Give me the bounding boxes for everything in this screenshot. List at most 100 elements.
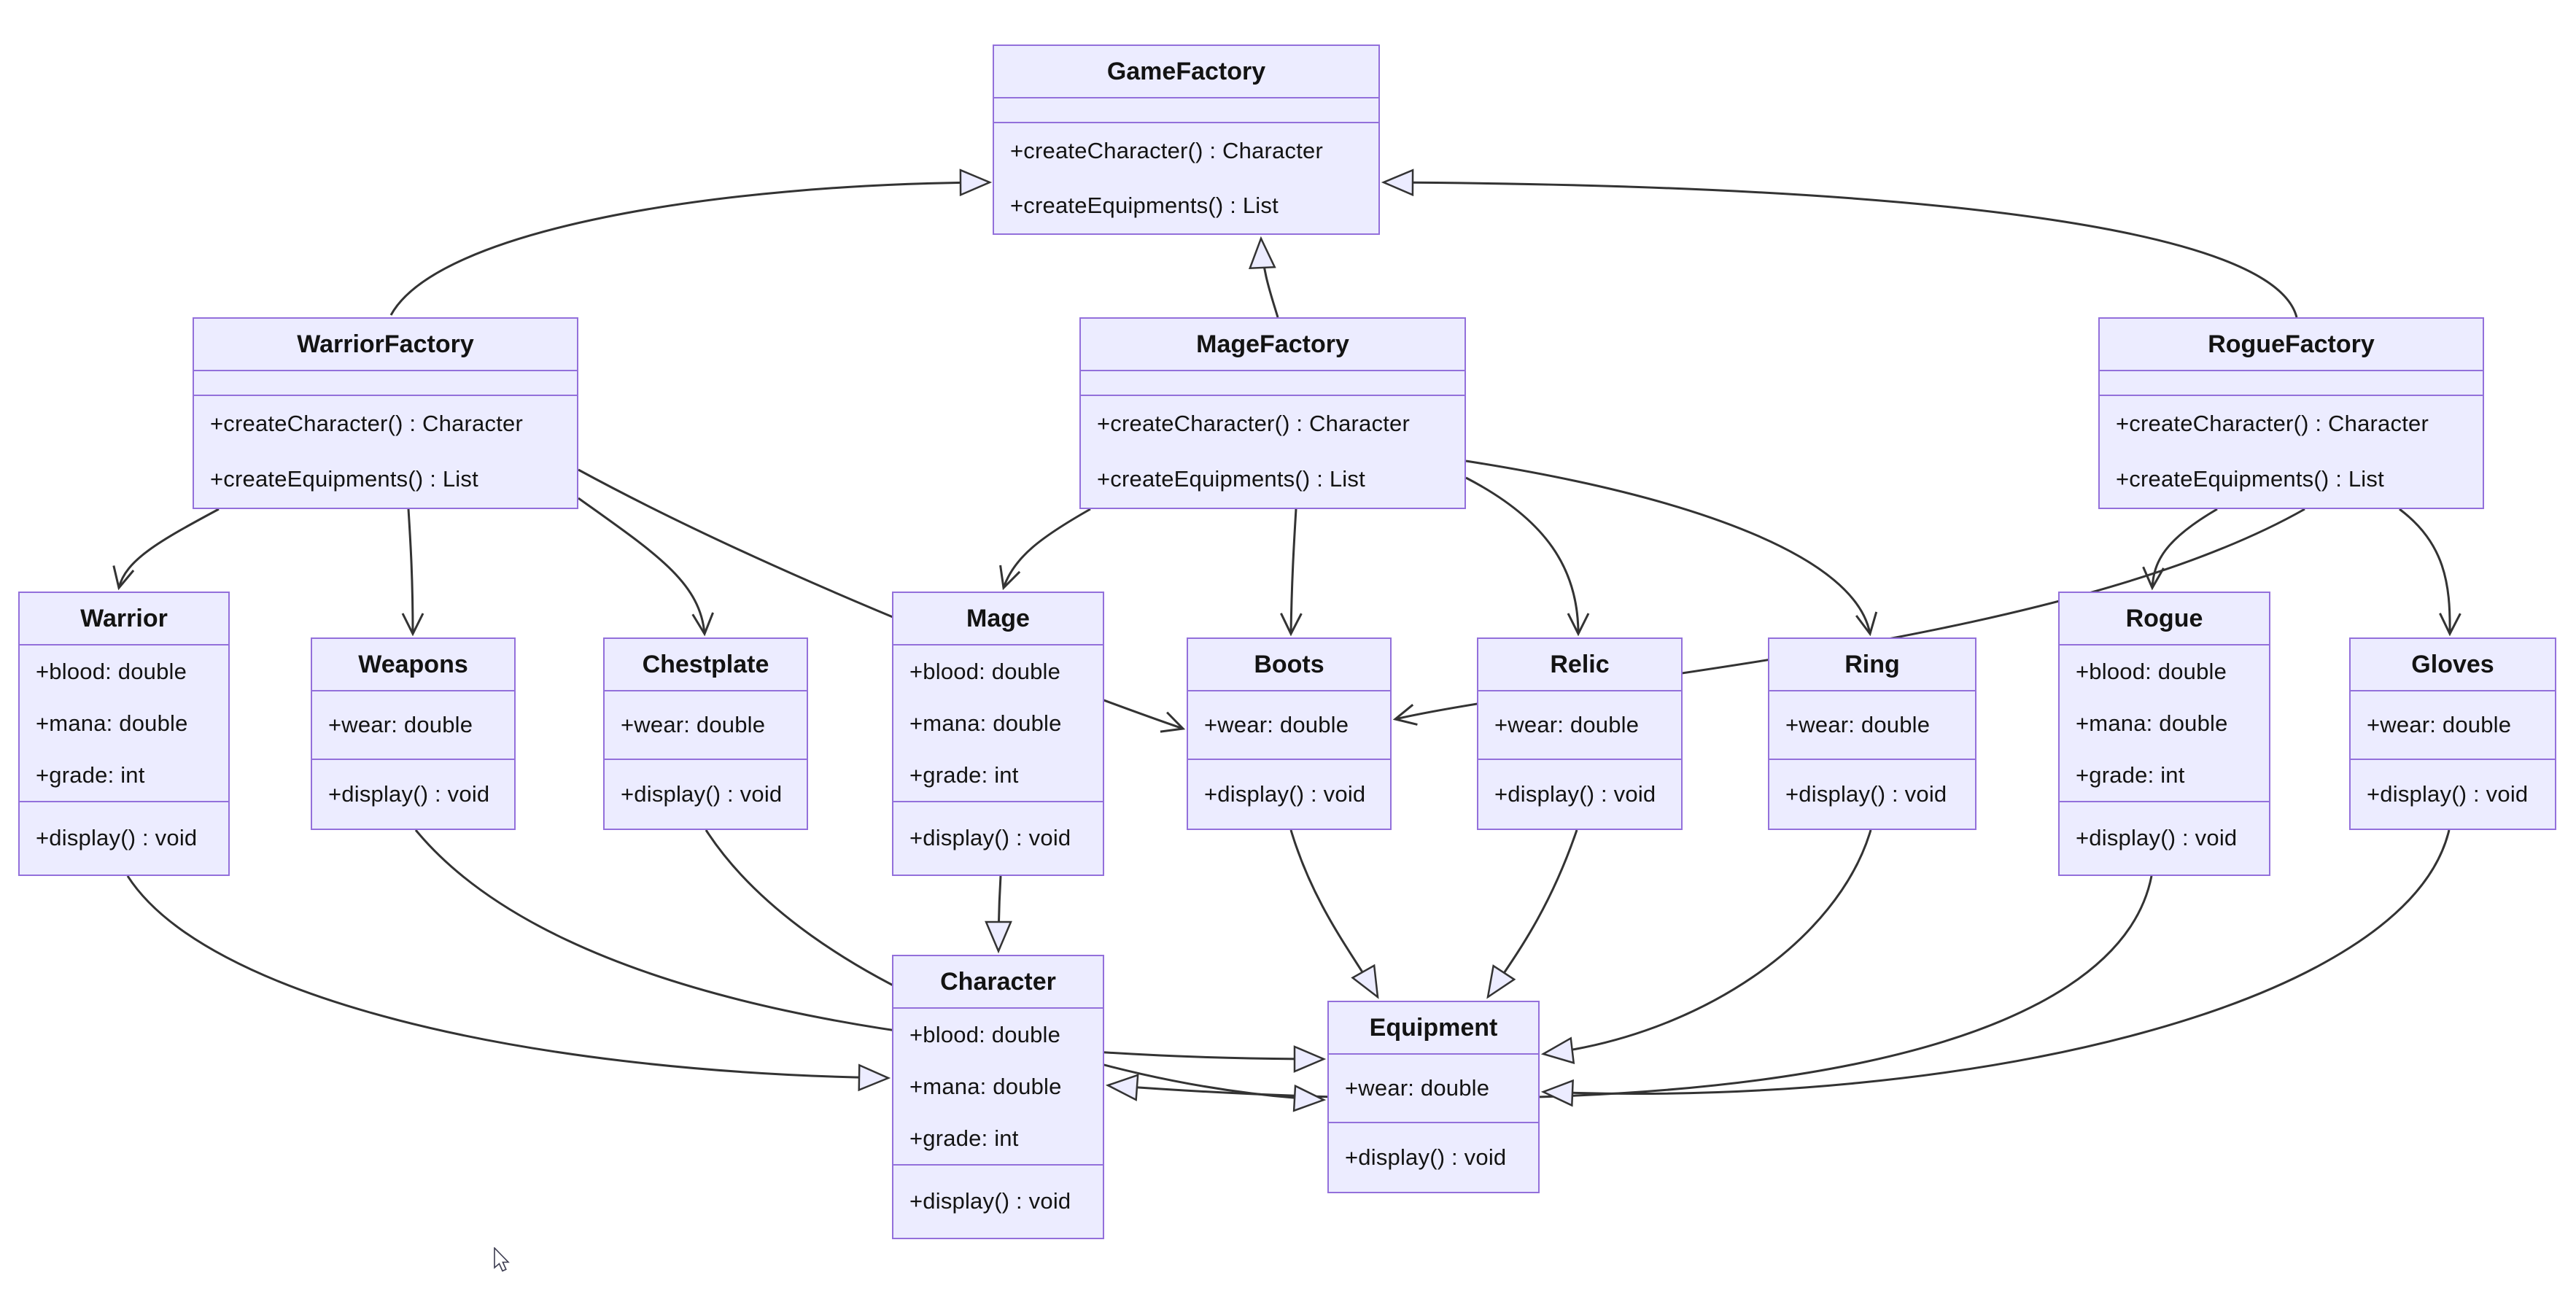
class-method: +display() : void [909, 1188, 1071, 1214]
class-title: RogueFactory [2208, 330, 2375, 358]
edge-create-magefactory-boots [1280, 508, 1303, 637]
class-box-gamefactory: GameFactory +createCharacter() : Characte… [993, 44, 1380, 235]
class-methods-section: +createCharacter() : Character+createEqu… [1081, 395, 1464, 507]
class-box-weapons: Weapons +wear: double +display() : void [311, 637, 516, 830]
class-box-rogue: Rogue +blood: double+mana: double+grade: … [2058, 592, 2270, 876]
edge-inheritance-magefactory-gamefactory [1248, 236, 1279, 318]
class-box-warrior: Warrior +blood: double +mana: double +grade… [18, 592, 230, 876]
class-method: +createEquipments() : List [2116, 466, 2384, 492]
class-attribute: +grade: int [909, 1125, 1019, 1151]
class-title: Mage [966, 604, 1030, 632]
edge-create-magefactory-relic [1465, 476, 1590, 637]
class-attributes-section: +blood: double +mana: double +grade: int [893, 644, 1103, 801]
class-method: +createEquipments() : List [210, 466, 478, 492]
class-method: +display() : void [1345, 1144, 1507, 1170]
class-box-relic: Relic +wear: double +display() : void [1477, 637, 1683, 830]
class-box-mage: Mage +blood: double +mana: double +grade: i… [892, 592, 1104, 876]
edge-create-warriorfactory-warrior [112, 508, 220, 591]
class-title: Weapons [358, 650, 468, 678]
class-box-warriorfactory: WarriorFactory +createCharacter() : Chara… [193, 317, 578, 509]
edge-inheritance-warrior-character [126, 875, 891, 1092]
class-method: +display() : void [621, 780, 783, 807]
class-methods-section: +display() : void [1769, 759, 1975, 828]
class-method: +createEquipments() : List [1010, 192, 1279, 218]
class-method: +display() : void [1204, 780, 1366, 807]
class-attribute: +wear: double [1494, 712, 1640, 737]
class-method: +display() : void [1785, 780, 1947, 807]
class-methods-section: +display() : void [1188, 759, 1390, 828]
class-box-chestplate: Chestplate+wear: double+display() : void [603, 637, 808, 830]
class-attributes-section [1081, 370, 1464, 395]
class-methods-section: +display() : void [893, 801, 1103, 874]
edge-inheritance-weapons-equipment [414, 829, 1327, 1073]
class-attribute: +grade: int [2076, 761, 2185, 788]
class-attributes-section: +wear: double [1478, 690, 1681, 759]
class-attribute: +blood: double [909, 1021, 1061, 1047]
mouse-cursor [494, 1247, 510, 1272]
class-box-roguefactory: RogueFactory +createCharacter() : Charact… [2098, 317, 2484, 509]
class-attributes-section: +blood: double +mana: double +grade: int [20, 644, 228, 801]
class-attributes-section: +wear: double [312, 690, 514, 759]
class-method: +display() : void [1494, 780, 1656, 807]
class-attributes-section [2100, 370, 2483, 395]
class-title: Ring [1844, 650, 1900, 678]
class-method: +display() : void [909, 825, 1071, 850]
class-box-ring: Ring +wear: double +display() : void [1768, 637, 1976, 830]
class-methods-section: +display() : void [312, 759, 514, 828]
class-attribute: +grade: int [909, 761, 1019, 788]
class-title: Relic [1550, 650, 1610, 678]
class-attributes-section: +blood: double+mana: double+grade: int [2060, 644, 2269, 801]
class-box-magefactory: MageFactory +createCharacter() : Characte… [1079, 317, 1466, 509]
class-method: +display() : void [2076, 825, 2238, 850]
class-attributes-section: +wear: double [1769, 690, 1975, 759]
class-attribute: +grade: int [36, 761, 145, 788]
class-methods-section: +createCharacter() : Character +createEqu… [2100, 395, 2483, 507]
class-method: +display() : void [36, 825, 198, 850]
class-method: +display() : void [328, 780, 490, 807]
edge-inheritance-boots-equipment [1289, 829, 1379, 999]
class-methods-section: +createCharacter() : Character +createEqu… [194, 395, 577, 507]
class-attribute: +wear: double [328, 712, 473, 737]
class-attribute: +blood: double [909, 658, 1061, 684]
class-methods-section: +createCharacter() : Character +createEqu… [994, 122, 1378, 233]
class-attributes-section [994, 97, 1378, 122]
class-title: Gloves [2411, 650, 2494, 678]
class-method: +display() : void [2367, 780, 2529, 807]
class-attributes-section [194, 370, 577, 395]
class-title: Rogue [2125, 604, 2203, 632]
class-attribute: +blood: double [36, 658, 187, 684]
class-method: +createCharacter() : Character [210, 411, 523, 436]
class-box-gloves: Gloves+wear: double+display() : void [2349, 637, 2556, 830]
class-attribute: +wear: double [1345, 1075, 1490, 1101]
edge-create-warriorfactory-weapons [401, 508, 424, 637]
class-attribute: +blood: double [2076, 658, 2227, 684]
class-attributes-section: +wear: double [605, 690, 807, 759]
edge-create-warriorfactory-chestplate [578, 497, 714, 637]
class-methods-section: +display() : void [605, 759, 807, 828]
class-method: +createCharacter() : Character [1097, 411, 1410, 436]
class-attributes-section: +blood: double +mana: double +grade: int [893, 1007, 1103, 1164]
class-attribute: +mana: double [909, 710, 1062, 736]
class-title: MageFactory [1196, 330, 1349, 358]
class-title: Warrior [80, 604, 168, 632]
edge-inheritance-warriorfactory-gamefactory [389, 168, 993, 316]
class-title: Equipment [1369, 1013, 1498, 1042]
edge-inheritance-mage-character [985, 875, 1012, 954]
class-title: GameFactory [1106, 57, 1266, 85]
edge-inheritance-roguefactory-gamefactory [1381, 168, 2298, 318]
class-method: +createCharacter() : Character [2116, 411, 2429, 436]
class-title: WarriorFactory [297, 330, 474, 358]
edge-create-roguefactory-gloves [2399, 508, 2461, 637]
class-attribute: +mana: double [909, 1073, 1062, 1099]
class-attribute: +mana: double [36, 710, 188, 736]
class-method: +createCharacter() : Character [1010, 137, 1323, 163]
class-methods-section: +display() : void [20, 801, 228, 874]
class-attributes-section: +wear: double [1188, 690, 1390, 759]
class-attributes-section: +wear: double [1329, 1053, 1538, 1122]
edge-create-roguefactory-rogue [2142, 508, 2218, 591]
edge-inheritance-gloves-equipment [1540, 829, 2451, 1107]
class-box-equipment: Equipment +wear: double +display() : void [1327, 1001, 1540, 1193]
edge-create-magefactory-ring [1465, 460, 1878, 637]
class-methods-section: +display() : void [1478, 759, 1681, 828]
